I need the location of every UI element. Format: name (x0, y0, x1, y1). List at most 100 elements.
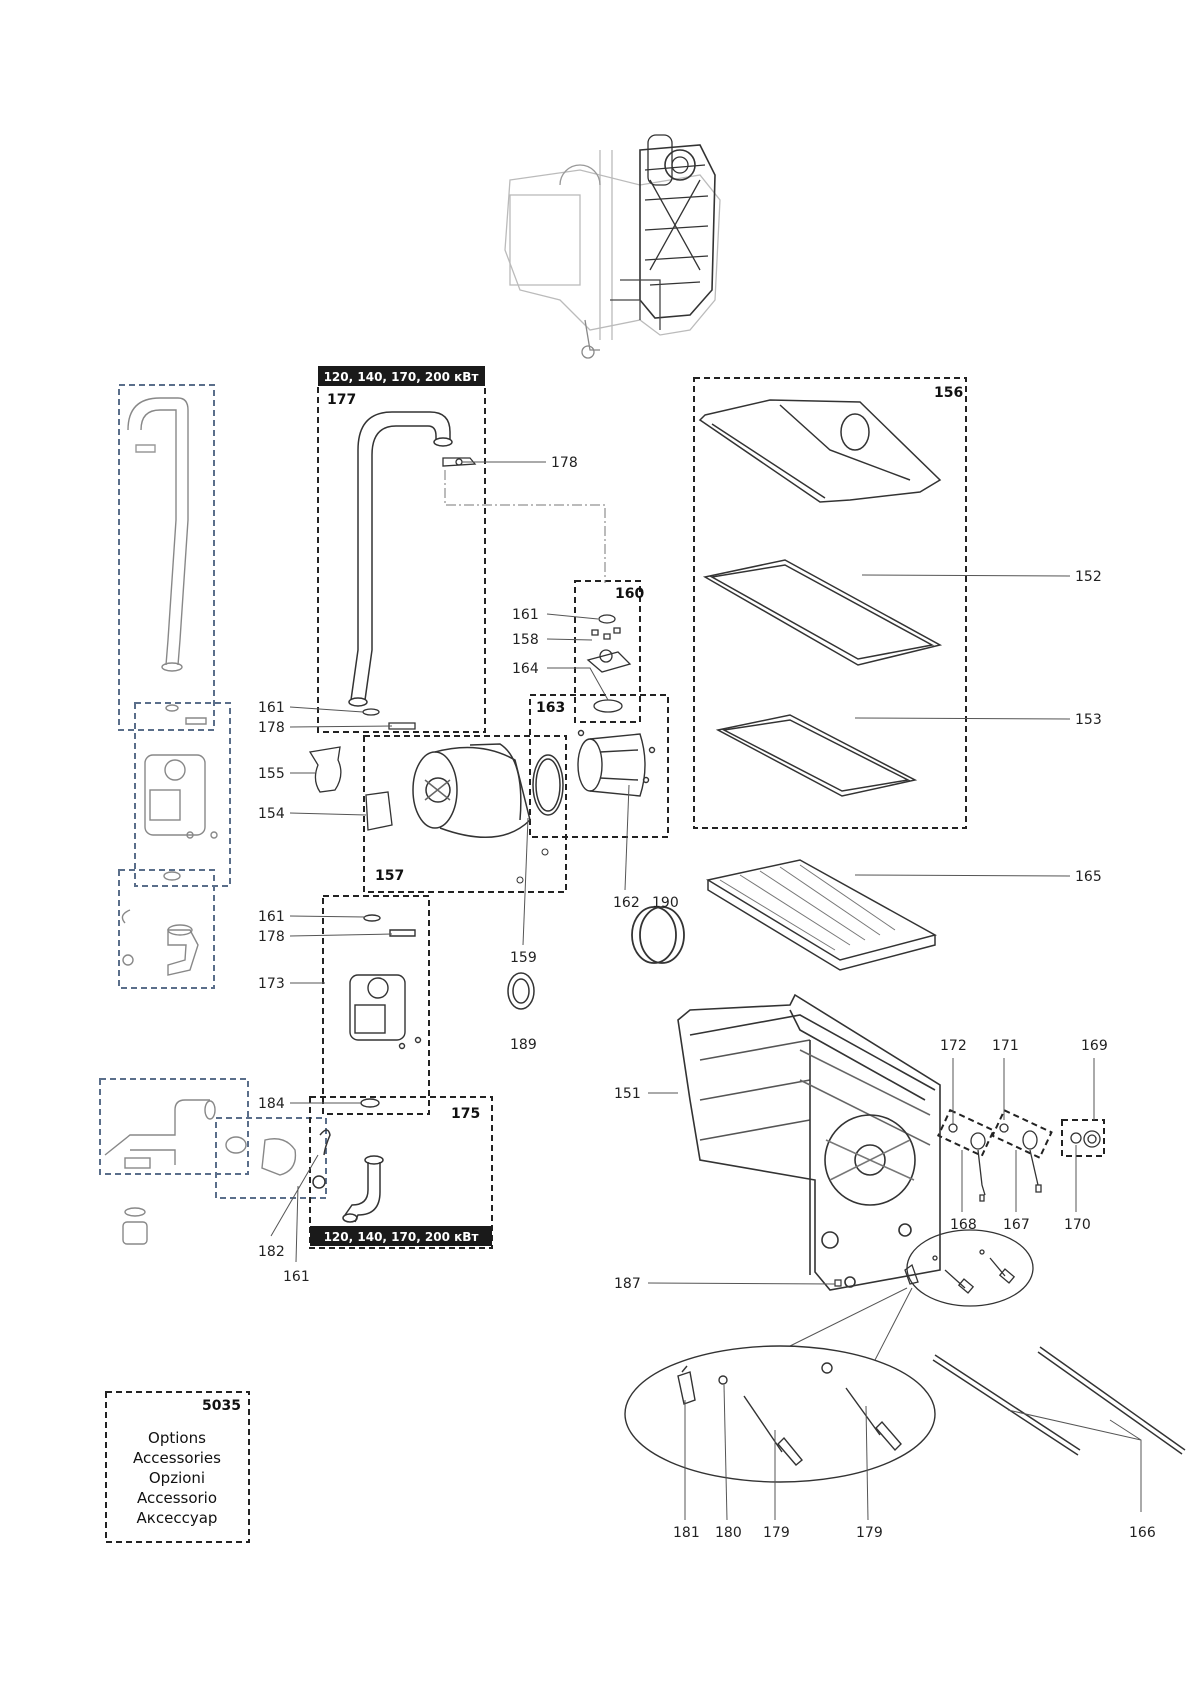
label-190: 190 (652, 895, 679, 911)
left-kit-frame-2 (134, 702, 231, 887)
part-178-clip-b (388, 722, 416, 730)
label-167: 167 (1003, 1217, 1030, 1233)
label-158: 158 (512, 632, 539, 648)
group-167-frame (991, 1108, 1053, 1160)
left-kit-frame-5 (215, 1117, 327, 1199)
left-kit-frame-4 (99, 1078, 249, 1175)
part-154-gasket (365, 791, 393, 831)
part-169-170-fittings (1070, 1130, 1101, 1148)
part-165-burner (706, 859, 937, 971)
label-164: 164 (512, 661, 539, 677)
top-banner-text: 120, 140, 170, 200 кВт (324, 370, 479, 384)
part-161-ring-c (363, 914, 381, 922)
group-157-number: 157 (375, 868, 404, 884)
part-161-ring-b (598, 614, 616, 624)
part-152-frame (702, 559, 943, 666)
left-kit-frame-3 (118, 869, 215, 989)
group-156-number: 156 (934, 385, 963, 401)
part-159-screw (541, 848, 549, 856)
leader-lines (270, 461, 1142, 1521)
part-179-electrode-b (845, 1387, 902, 1452)
part-184-ring (360, 1098, 380, 1108)
label-179-b: 179 (856, 1525, 883, 1541)
group-156-frame (693, 377, 967, 829)
part-161-ring-a (362, 708, 380, 716)
overview-assembly (504, 134, 721, 359)
callout-connector (789, 1287, 913, 1361)
group-177-frame (317, 384, 486, 733)
group-160-frame (574, 580, 641, 723)
part-157-screw (516, 876, 524, 884)
left-kit-parts (104, 397, 297, 1245)
group-175-number: 175 (451, 1106, 480, 1122)
part-177-pipe (348, 411, 453, 707)
label-168: 168 (950, 1217, 977, 1233)
part-157-fan (412, 743, 531, 839)
part-180-washer-b (821, 1362, 833, 1374)
label-187: 187 (614, 1276, 641, 1292)
label-154: 154 (258, 806, 285, 822)
part-181-connector (677, 1365, 696, 1405)
part-182-clip (319, 1129, 331, 1156)
group-157-frame (363, 735, 567, 893)
part-187-screw (834, 1279, 842, 1287)
legend-code: 5035 (202, 1398, 241, 1414)
group-number-labels: 177 156 160 163 157 175 (327, 385, 963, 1122)
legend-frame (105, 1391, 250, 1543)
label-172: 172 (940, 1038, 967, 1054)
part-164-ring (593, 699, 623, 713)
label-151: 151 (614, 1086, 641, 1102)
bottom-banner-text: 120, 140, 170, 200 кВт (324, 1230, 479, 1244)
label-166: 166 (1129, 1525, 1156, 1541)
label-179-a: 179 (763, 1525, 790, 1541)
group-163-number: 163 (536, 700, 565, 716)
label-182: 182 (258, 1244, 285, 1260)
label-189: 189 (510, 1037, 537, 1053)
part-159-ring (532, 754, 564, 816)
group-160-number: 160 (615, 586, 644, 602)
part-178-clip-c (389, 929, 416, 937)
label-169: 169 (1081, 1038, 1108, 1054)
part-158-screws (591, 627, 621, 640)
label-153: 153 (1075, 712, 1102, 728)
group-168-frame (937, 1108, 995, 1158)
label-184: 184 (258, 1096, 285, 1112)
label-161-b: 161 (258, 700, 285, 716)
legend-line-opzioni: Opzioni (149, 1469, 205, 1487)
part-156-cover (698, 399, 942, 503)
label-181: 181 (673, 1525, 700, 1541)
part-166-rods (932, 1346, 1186, 1456)
group-163-parts (577, 729, 656, 797)
legend: 5035 Options Accessories Opzioni Accesso… (133, 1398, 241, 1527)
part-190-ring (631, 906, 685, 964)
label-161-c: 161 (258, 909, 285, 925)
legend-line-accessorio: Accessorio (137, 1489, 217, 1507)
part-189-washer (507, 972, 535, 1010)
label-152: 152 (1075, 569, 1102, 585)
label-162: 162 (613, 895, 640, 911)
label-180: 180 (715, 1525, 742, 1541)
part-164-plate (586, 651, 632, 673)
label-161-a: 161 (512, 607, 539, 623)
group-163-frame (529, 694, 669, 838)
detail-callout-large (624, 1345, 936, 1483)
legend-line-aksessuar: Аксессуар (137, 1509, 218, 1527)
group-175-parts (312, 1129, 384, 1223)
legend-line-options: Options (148, 1429, 206, 1447)
group-173-parts (349, 914, 422, 1108)
label-171: 171 (992, 1038, 1019, 1054)
part-151-heat-exchanger (677, 993, 941, 1291)
group-160-parts (586, 614, 632, 713)
part-155-bracket (308, 746, 342, 793)
top-model-banner: 120, 140, 170, 200 кВт (318, 366, 485, 386)
part-number-labels: 178 152 161 158 164 153 161 178 155 154 … (258, 455, 1156, 1541)
group-175-frame (309, 1096, 493, 1249)
part-168-sensor (948, 1123, 986, 1202)
bottom-model-banner: 120, 140, 170, 200 кВт (310, 1226, 492, 1246)
label-178-b: 178 (258, 720, 285, 736)
group-173-frame (322, 895, 430, 1115)
label-178-a: 178 (551, 455, 578, 471)
part-179-electrode-a (743, 1395, 803, 1466)
label-178-c: 178 (258, 929, 285, 945)
